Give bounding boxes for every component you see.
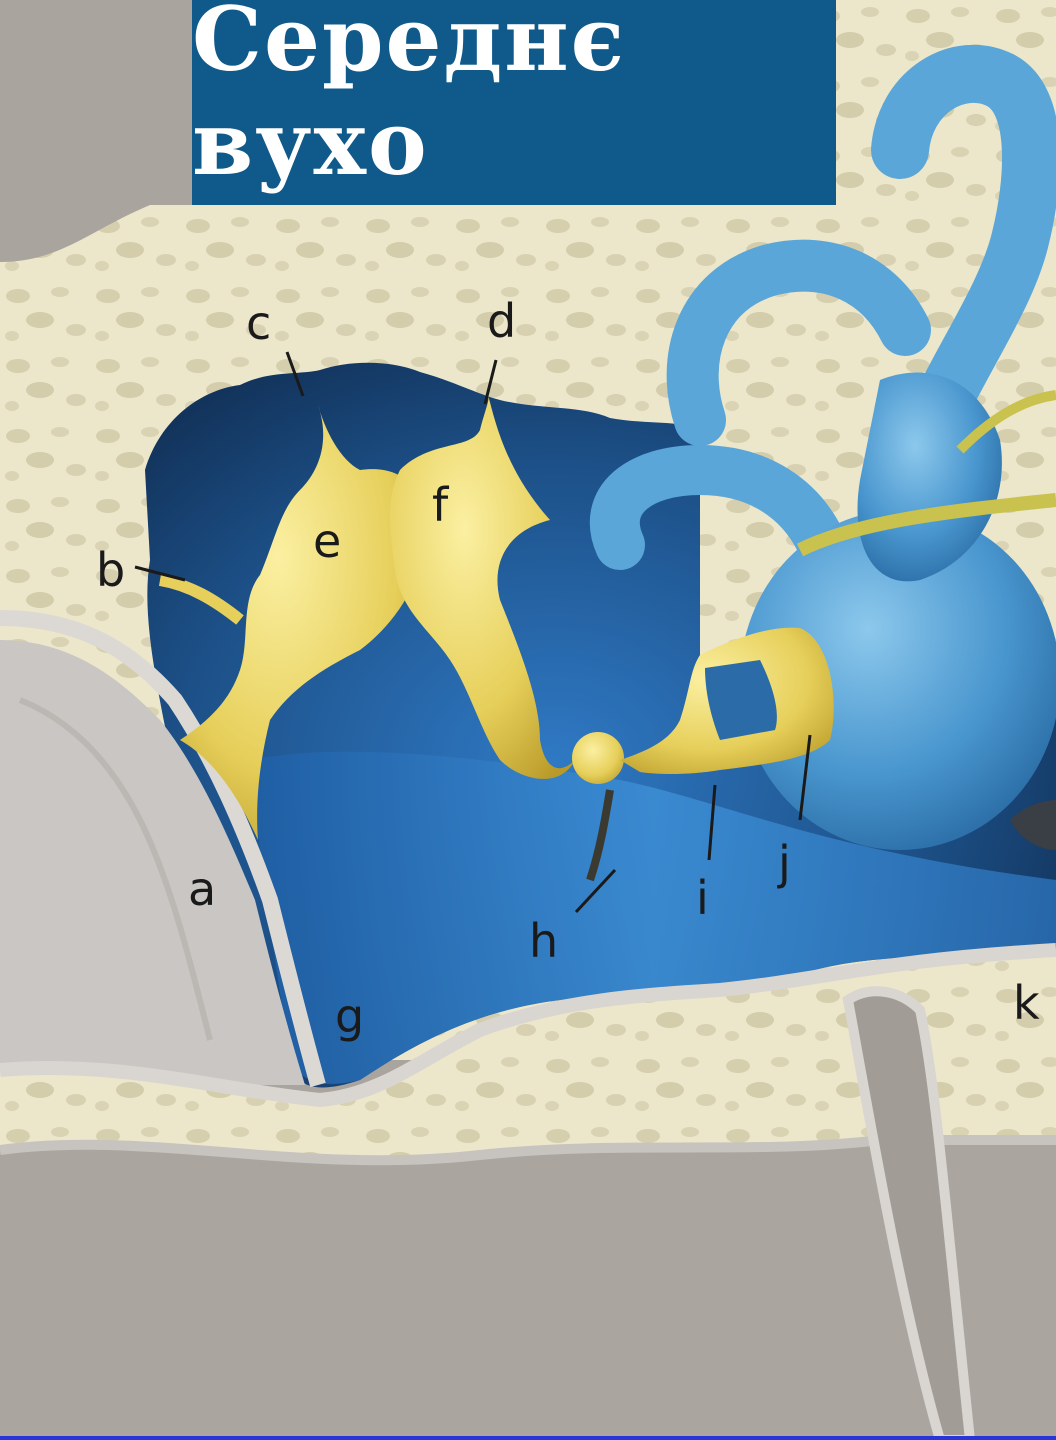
label-f: f (432, 482, 448, 528)
label-k: k (1013, 980, 1040, 1026)
label-b: b (96, 547, 125, 593)
stapes-head (572, 732, 624, 784)
label-g: g (335, 993, 364, 1039)
label-d: d (487, 298, 516, 344)
label-a: a (188, 866, 216, 912)
label-j: j (778, 840, 791, 886)
page-title: Середнє вухо (192, 0, 836, 195)
title-banner: Середнє вухо (192, 0, 836, 205)
bottom-border (0, 1436, 1056, 1440)
label-c: c (246, 300, 271, 346)
label-i: i (696, 875, 709, 921)
label-h: h (529, 918, 558, 964)
label-e: e (313, 518, 341, 564)
